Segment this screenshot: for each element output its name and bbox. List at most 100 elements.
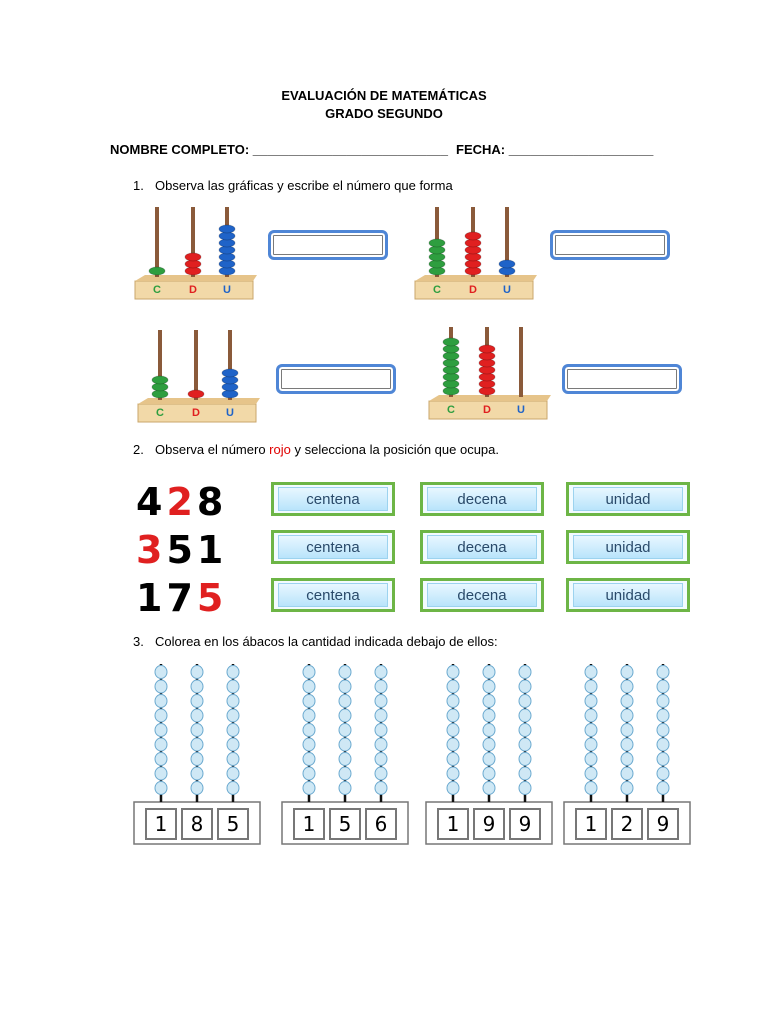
abacus-bead[interactable] (656, 781, 670, 795)
abacus-bead[interactable] (374, 737, 388, 752)
abacus-bead[interactable] (226, 708, 240, 723)
option-decena-button[interactable]: decena (420, 530, 544, 564)
abacus-bead[interactable] (154, 737, 168, 752)
abacus-bead[interactable] (302, 766, 316, 781)
abacus-bead[interactable] (302, 781, 316, 795)
abacus-bead[interactable] (226, 665, 240, 679)
answer-box-1[interactable] (268, 230, 388, 260)
abacus-bead[interactable] (338, 665, 352, 679)
abacus-bead[interactable] (584, 679, 598, 694)
abacus-bead[interactable] (518, 766, 532, 781)
abacus-bead[interactable] (338, 679, 352, 694)
abacus-bead[interactable] (154, 665, 168, 679)
abacus-bead[interactable] (620, 679, 634, 694)
name-field[interactable]: NOMBRE COMPLETO: _______________________… (110, 142, 448, 157)
abacus-bead[interactable] (338, 766, 352, 781)
abacus-bead[interactable] (584, 781, 598, 795)
abacus-bead[interactable] (584, 665, 598, 679)
abacus-bead[interactable] (374, 766, 388, 781)
answer-box-3[interactable] (276, 364, 396, 394)
abacus-bead[interactable] (446, 694, 460, 708)
option-unidad-button[interactable]: unidad (566, 530, 690, 564)
abacus-bead[interactable] (518, 679, 532, 694)
abacus-bead[interactable] (584, 766, 598, 781)
abacus-bead[interactable] (154, 679, 168, 694)
option-centena-button[interactable]: centena (271, 482, 395, 516)
abacus-bead[interactable] (154, 694, 168, 708)
abacus-bead[interactable] (374, 752, 388, 766)
option-centena-button[interactable]: centena (271, 530, 395, 564)
abacus-bead[interactable] (154, 766, 168, 781)
answer-box-4[interactable] (562, 364, 682, 394)
abacus-bead[interactable] (374, 708, 388, 723)
abacus-bead[interactable] (374, 723, 388, 737)
abacus-bead[interactable] (656, 708, 670, 723)
abacus-bead[interactable] (302, 665, 316, 679)
abacus-bead[interactable] (446, 665, 460, 679)
abacus-bead[interactable] (226, 723, 240, 737)
option-decena-button[interactable]: decena (420, 482, 544, 516)
abacus-bead[interactable] (518, 708, 532, 723)
abacus-bead[interactable] (302, 723, 316, 737)
abacus-bead[interactable] (374, 665, 388, 679)
abacus-bead[interactable] (190, 694, 204, 708)
abacus-bead[interactable] (482, 665, 496, 679)
abacus-bead[interactable] (518, 781, 532, 795)
abacus-bead[interactable] (302, 694, 316, 708)
abacus-bead[interactable] (620, 737, 634, 752)
abacus-bead[interactable] (190, 665, 204, 679)
abacus-bead[interactable] (226, 737, 240, 752)
abacus-bead[interactable] (584, 737, 598, 752)
abacus-bead[interactable] (374, 694, 388, 708)
abacus-bead[interactable] (302, 708, 316, 723)
abacus-bead[interactable] (620, 708, 634, 723)
abacus-bead[interactable] (374, 679, 388, 694)
abacus-bead[interactable] (482, 766, 496, 781)
abacus-bead[interactable] (584, 723, 598, 737)
abacus-bead[interactable] (584, 694, 598, 708)
abacus-bead[interactable] (446, 766, 460, 781)
abacus-bead[interactable] (190, 766, 204, 781)
abacus-bead[interactable] (226, 752, 240, 766)
abacus-bead[interactable] (584, 708, 598, 723)
abacus-bead[interactable] (190, 679, 204, 694)
abacus-bead[interactable] (338, 737, 352, 752)
abacus-bead[interactable] (190, 723, 204, 737)
abacus-bead[interactable] (620, 665, 634, 679)
abacus-bead[interactable] (446, 708, 460, 723)
abacus-bead[interactable] (482, 708, 496, 723)
abacus-bead[interactable] (154, 781, 168, 795)
option-centena-button[interactable]: centena (271, 578, 395, 612)
abacus-bead[interactable] (154, 752, 168, 766)
abacus-bead[interactable] (518, 665, 532, 679)
abacus-bead[interactable] (190, 752, 204, 766)
abacus-bead[interactable] (154, 723, 168, 737)
abacus-bead[interactable] (226, 781, 240, 795)
abacus-bead[interactable] (518, 723, 532, 737)
abacus-bead[interactable] (620, 694, 634, 708)
abacus-bead[interactable] (656, 679, 670, 694)
abacus-bead[interactable] (620, 781, 634, 795)
abacus-bead[interactable] (338, 781, 352, 795)
abacus-bead[interactable] (656, 766, 670, 781)
abacus-bead[interactable] (482, 723, 496, 737)
abacus-bead[interactable] (656, 723, 670, 737)
abacus-bead[interactable] (656, 752, 670, 766)
abacus-bead[interactable] (226, 694, 240, 708)
abacus-bead[interactable] (518, 737, 532, 752)
abacus-bead[interactable] (656, 694, 670, 708)
abacus-bead[interactable] (482, 781, 496, 795)
abacus-bead[interactable] (446, 752, 460, 766)
abacus-bead[interactable] (584, 752, 598, 766)
abacus-bead[interactable] (226, 679, 240, 694)
abacus-bead[interactable] (302, 737, 316, 752)
abacus-bead[interactable] (620, 723, 634, 737)
abacus-bead[interactable] (482, 752, 496, 766)
abacus-bead[interactable] (338, 694, 352, 708)
abacus-bead[interactable] (656, 737, 670, 752)
abacus-bead[interactable] (620, 752, 634, 766)
abacus-bead[interactable] (190, 708, 204, 723)
abacus-bead[interactable] (446, 737, 460, 752)
option-unidad-button[interactable]: unidad (566, 482, 690, 516)
abacus-bead[interactable] (518, 694, 532, 708)
